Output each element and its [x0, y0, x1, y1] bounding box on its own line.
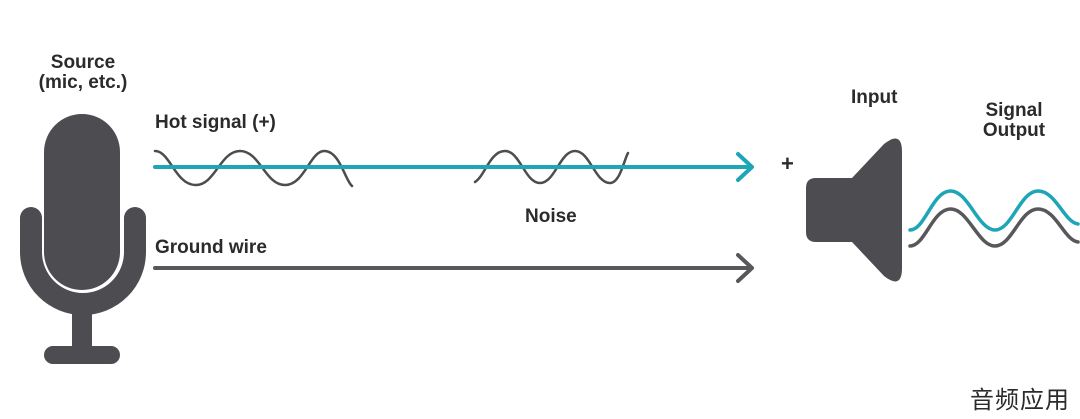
signal-output-line1: Signal [985, 100, 1043, 121]
microphone-icon [20, 114, 146, 364]
plus-sign: + [781, 151, 794, 176]
ground-wire-label: Ground wire [155, 237, 267, 258]
speaker-icon [806, 138, 902, 282]
signal-output-line2: Output [982, 120, 1046, 141]
microphone-stand [72, 300, 92, 352]
signal-output-label: Signal Output [972, 101, 1056, 141]
speaker-body [806, 138, 902, 282]
hot-signal-arrowhead [736, 152, 754, 182]
microphone-capsule [44, 114, 120, 290]
source-label: Source (mic, etc.) [30, 53, 136, 93]
input-label: Input [851, 87, 898, 108]
hot-signal-label: Hot signal (+) [155, 112, 276, 133]
output-wave-ground [908, 207, 1080, 248]
noise-label: Noise [525, 206, 577, 227]
microphone-base [44, 346, 120, 364]
source-label-line2: (mic, etc.) [38, 72, 128, 93]
watermark: 音频应用 [970, 386, 1070, 414]
output-wave-signal [908, 189, 1080, 232]
source-label-line1: Source [50, 52, 116, 73]
ground-wire-arrowhead [736, 253, 754, 283]
